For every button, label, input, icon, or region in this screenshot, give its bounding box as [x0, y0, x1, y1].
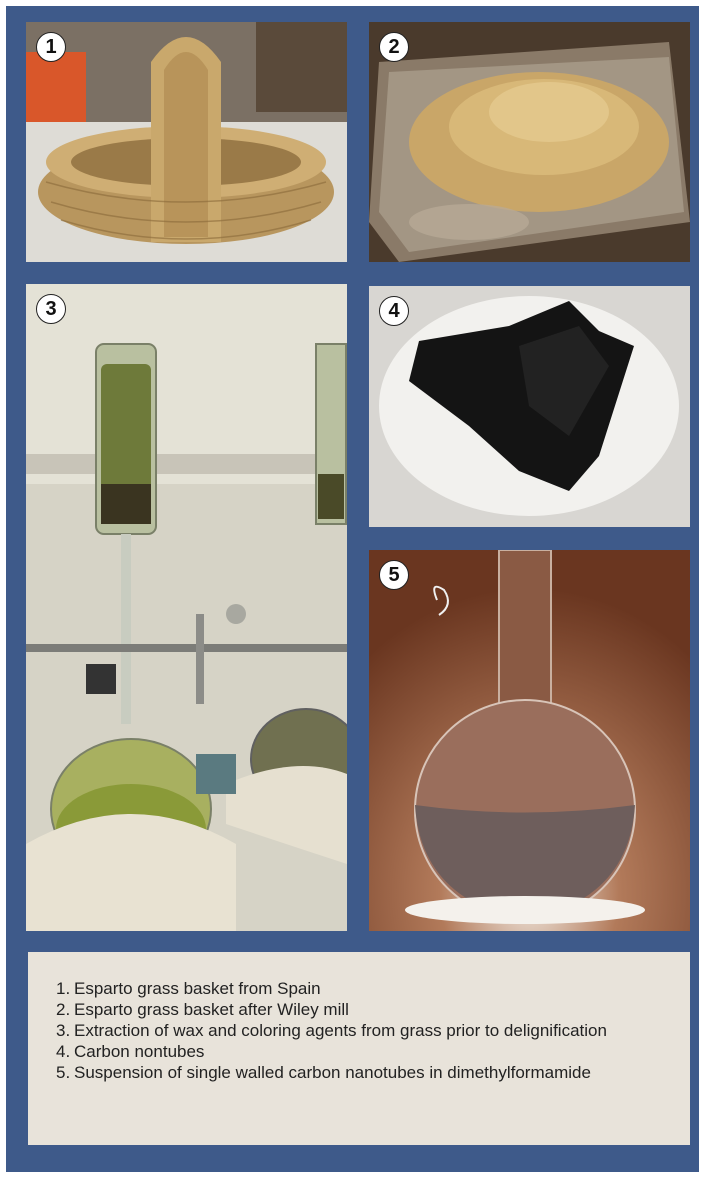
flask-image [369, 550, 690, 931]
caption-list: 1. Esparto grass basket from Spain 2. Es… [56, 978, 662, 1083]
caption-item: 2. Esparto grass basket after Wiley mill [56, 1000, 349, 1019]
photo-carbon-sheet: 4 [369, 286, 690, 527]
carbon-image [369, 286, 690, 527]
photo-extraction-apparatus: 3 [26, 284, 347, 931]
powder-image [369, 22, 690, 262]
basket-image [26, 22, 347, 262]
panel-number-badge: 3 [36, 294, 66, 324]
panel-number-badge: 5 [379, 560, 409, 590]
caption-item: 1. Esparto grass basket from Spain [56, 979, 321, 998]
caption-item: 3. Extraction of wax and coloring agents… [56, 1021, 607, 1040]
extraction-image [26, 284, 347, 931]
panel-number-badge: 2 [379, 32, 409, 62]
photo-milled-powder: 2 [369, 22, 690, 262]
photo-flask: 5 [369, 550, 690, 931]
panel-number-badge: 4 [379, 296, 409, 326]
panel-number-badge: 1 [36, 32, 66, 62]
caption-item: 5. Suspension of single walled carbon na… [56, 1063, 591, 1082]
caption-item: 4. Carbon nontubes [56, 1042, 205, 1061]
caption-box: 1. Esparto grass basket from Spain 2. Es… [28, 952, 690, 1145]
figure-frame: 1 2 [6, 6, 699, 1172]
photo-basket: 1 [26, 22, 347, 262]
